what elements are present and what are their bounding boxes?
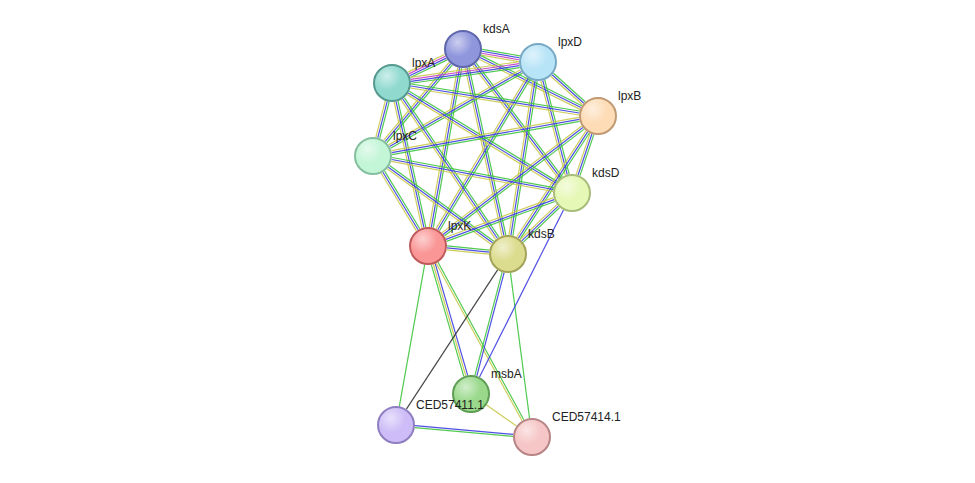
evidence-line [392, 158, 554, 188]
interaction-edge [520, 205, 559, 243]
node-label: kdsB [528, 227, 555, 241]
evidence-line [411, 84, 579, 111]
evidence-line [552, 75, 584, 104]
evidence-line [415, 426, 513, 435]
protein-node: lpxD [519, 43, 557, 81]
evidence-line [467, 68, 504, 236]
evidence-line [376, 101, 385, 137]
interaction-edge [436, 262, 524, 421]
interaction-edge [381, 171, 420, 231]
interaction-edge [399, 265, 424, 407]
evidence-line [408, 55, 445, 73]
evidence-line [523, 208, 559, 243]
protein-node: CED57411.1 [377, 406, 415, 444]
evidence-line [439, 79, 530, 230]
node-label: msbA [491, 367, 522, 381]
evidence-line [409, 56, 446, 74]
evidence-line [392, 119, 580, 152]
interaction-edge [487, 405, 517, 426]
interaction-edge [480, 210, 564, 377]
node-label: lpxD [558, 35, 582, 49]
node-label: kdsD [592, 166, 619, 180]
interaction-edge [447, 246, 490, 254]
evidence-line [399, 265, 424, 407]
protein-node: kdsB [489, 235, 527, 273]
evidence-line [447, 250, 489, 254]
evidence-line [407, 95, 555, 185]
protein-node: CED57414.1 [513, 418, 551, 456]
node-label: lpxK [448, 219, 471, 233]
node-label: lpxA [412, 56, 435, 70]
interaction-edge [551, 73, 585, 105]
evidence-line [436, 263, 522, 421]
evidence-line [391, 117, 579, 150]
evidence-line [553, 73, 585, 102]
node-label: CED57411.1 [416, 398, 484, 412]
evidence-line [510, 273, 529, 418]
protein-node: kdsA [444, 30, 482, 68]
interaction-edge [481, 49, 520, 61]
node-label: lpxB [618, 89, 641, 103]
evidence-line [411, 86, 579, 113]
evidence-line [487, 405, 517, 426]
interaction-edge [376, 101, 389, 138]
evidence-line [551, 76, 583, 105]
node-label: lpxC [393, 129, 417, 143]
evidence-line [378, 101, 387, 137]
evidence-line [410, 88, 578, 115]
evidence-line [433, 264, 465, 376]
evidence-line [480, 210, 564, 377]
node-label: CED57414.1 [552, 410, 621, 424]
evidence-line [522, 206, 558, 241]
interaction-edge [431, 264, 467, 377]
protein-node: lpxC [354, 137, 392, 175]
evidence-line [380, 102, 389, 138]
protein-node: kdsD [553, 174, 591, 212]
node-label: kdsA [483, 22, 510, 36]
evidence-line [415, 428, 513, 437]
evidence-line [383, 172, 418, 230]
protein-node: lpxA [373, 64, 411, 102]
interaction-edge [510, 273, 529, 418]
evidence-line [431, 265, 463, 377]
evidence-line [477, 273, 504, 376]
interaction-edge [445, 198, 555, 242]
protein-node: lpxB [579, 97, 617, 135]
protein-node: lpxK [409, 227, 447, 265]
evidence-line [408, 93, 556, 183]
interaction-edge [415, 426, 513, 437]
interaction-edge [475, 272, 504, 376]
